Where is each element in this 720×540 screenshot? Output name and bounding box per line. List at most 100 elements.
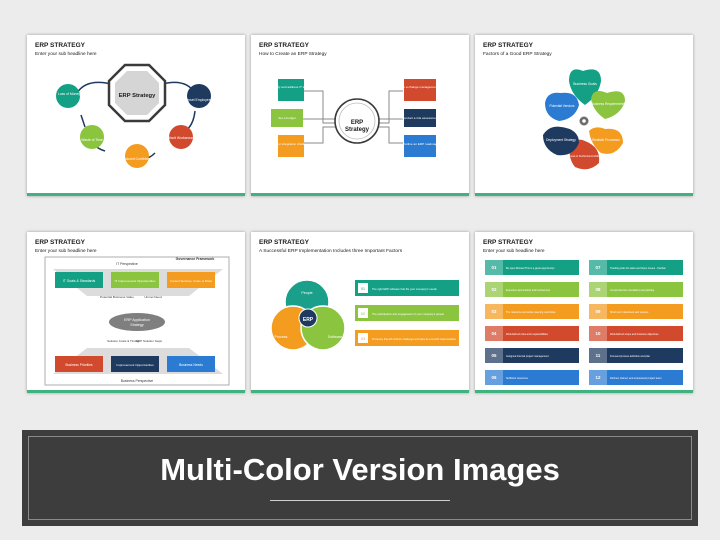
slide-thumbnail-2[interactable]: ERP STRATEGY How to Create an ERP Strate…	[251, 35, 469, 196]
box-label: IT Improvement Opportunities	[115, 279, 156, 283]
hub-diagram: ERP Strategy Identify and address IT iss…	[270, 79, 445, 157]
list-number: 05	[492, 353, 497, 358]
factor-row	[355, 330, 459, 346]
slide-thumbnail-1[interactable]: ERP STRATEGY Enter your sub headline her…	[27, 35, 245, 196]
node-label: Upset Employees	[186, 98, 213, 102]
slide-thumbnail-3[interactable]: ERP STRATEGY Factors of a Good ERP Strat…	[475, 35, 693, 196]
slide-accent-bar	[475, 390, 693, 393]
list-text: Defined, trained, and empowered project …	[610, 377, 661, 380]
item-label: Plan for integration challenges	[270, 142, 312, 146]
slide-subtitle: Factors of a Good ERP Strategy	[483, 52, 552, 57]
list-text: Executive sponsorship and involvement	[506, 289, 550, 292]
node-label: Loss of Money	[58, 92, 80, 96]
list-number: 08	[596, 287, 601, 292]
petal	[589, 127, 623, 154]
factor-text: The participation and engagement of your…	[372, 312, 445, 316]
item-label: Outline an ERP roadmap	[403, 142, 438, 146]
factor-number: 01	[361, 287, 365, 291]
box-label: Current Services, Costs, & Risks	[170, 279, 212, 283]
top-box	[111, 272, 159, 288]
box-label: Business Needs	[179, 363, 203, 367]
slide-title: ERP STRATEGY	[35, 42, 85, 49]
list-text: Focused process definition and plan	[610, 355, 651, 358]
cycle-diagram: ERP Strategy Loss of Money Upset Employe…	[56, 63, 213, 168]
list-number: 09	[596, 309, 601, 314]
slide-thumbnail-6[interactable]: ERP STRATEGY Enter your sub headline her…	[475, 232, 693, 393]
top-box	[167, 272, 215, 288]
slide-accent-bar	[251, 390, 469, 393]
petal-label: Realistic Processes	[592, 138, 620, 142]
factor-number: 02	[361, 312, 365, 316]
slide-thumbnail-4[interactable]: ERP STRATEGY Enter your sub headline her…	[27, 232, 245, 393]
list-number: 02	[492, 287, 497, 292]
factor-row	[355, 280, 459, 296]
petal-label: Business Requirements	[591, 102, 625, 106]
slide-accent-bar	[251, 193, 469, 196]
svg-text:Waste of Time: Waste of Time	[81, 138, 103, 142]
list-text: Well-defined roles and responsibilities	[506, 333, 549, 336]
petal	[545, 92, 579, 121]
node-label: Difficult Workarounds	[165, 136, 197, 140]
petal	[543, 126, 579, 156]
box-label: Improvement Opportunities	[116, 363, 154, 367]
petal-label: Deployment Strategy	[546, 138, 576, 142]
list-number: 03	[492, 309, 497, 314]
slide-title: ERP STRATEGY	[35, 239, 85, 246]
list-text: Be open-Minded This is a great opportuni…	[506, 267, 555, 270]
list-number: 01	[492, 265, 497, 270]
svg-text:Reduced Confidence: Reduced Confidence	[121, 157, 153, 161]
banner-frame	[28, 436, 692, 520]
node-waste-of-time	[80, 125, 104, 149]
center-label-2: Strategy	[130, 323, 144, 327]
node-label: Reduced Confidence	[121, 157, 153, 161]
list-text: Well-defined scope and business objectiv…	[610, 333, 659, 336]
list-right	[589, 260, 683, 385]
list-text: Short term milestones and reviews	[610, 311, 649, 314]
slide-subtitle: A Successful ERP Implementation Includes…	[259, 249, 403, 254]
box-label: IT Goals & Standards	[63, 279, 96, 283]
venn-label: Process	[275, 335, 288, 339]
unmet-need-label: Unmet Need	[144, 295, 162, 299]
slide-subtitle: Enter your sub headline here	[483, 249, 545, 254]
svg-text:Upset Employees: Upset Employees	[186, 98, 213, 102]
title-banner: Multi-Color Version Images	[22, 430, 698, 526]
petal-label: Business & Technical Architecture	[564, 154, 606, 158]
slide-thumbnail-5[interactable]: ERP STRATEGY A Successful ERP Implementa…	[251, 232, 469, 393]
item-label: Identify and address IT issues	[270, 85, 311, 89]
framework-diagram: IT Perspective Governance Framework IT G…	[44, 256, 230, 386]
svg-text:Difficult Workarounds: Difficult Workarounds	[165, 136, 197, 140]
factor-text: Processes that will minimize challenges …	[372, 338, 457, 341]
slide-title: ERP STRATEGY	[483, 239, 533, 246]
node-loss-of-money	[56, 84, 80, 108]
node-label: Waste of Time	[81, 138, 103, 142]
top-box	[55, 272, 103, 288]
svg-text:Loss of Money: Loss of Money	[58, 92, 80, 96]
slide-accent-bar	[475, 193, 693, 196]
slide-subtitle: How to Create an ERP Strategy	[259, 52, 327, 57]
bottom-box	[55, 356, 103, 372]
business-perspective-label: Business Perspective	[121, 379, 154, 383]
governance-label: Governance Framework	[176, 257, 215, 261]
item-label: Conduct a risk assessment	[401, 116, 438, 120]
factor-text: The right ERP software that fits your co…	[372, 287, 437, 291]
venn-center-label: ERP	[303, 317, 314, 323]
item-box	[278, 79, 304, 101]
item-box	[404, 79, 436, 101]
banner-title: Multi-Color Version Images	[160, 452, 560, 487]
petal-diagram: Business Goals Business Requirements Rea…	[543, 69, 625, 170]
item-box	[271, 109, 303, 127]
slide-title: ERP STRATEGY	[483, 42, 533, 49]
slide-title: ERP STRATEGY	[259, 239, 309, 246]
bottom-box	[111, 356, 159, 372]
node-difficult-workarounds	[169, 125, 193, 149]
list-number: 11	[596, 353, 601, 358]
list-text: Sufficient resources	[506, 377, 529, 380]
center-label-1: ERP Application	[124, 318, 150, 322]
list-text: Tracking tools for tasks and Open issues…	[610, 267, 667, 270]
list-number: 10	[596, 331, 601, 336]
box-label: Business Priorities	[65, 363, 92, 367]
item-box	[404, 135, 436, 157]
slide-subtitle: Enter your sub headline here	[35, 249, 97, 254]
venn-diagram: ERP People Process Software 01 02 03 The…	[270, 279, 459, 351]
list-number: 04	[492, 331, 497, 336]
